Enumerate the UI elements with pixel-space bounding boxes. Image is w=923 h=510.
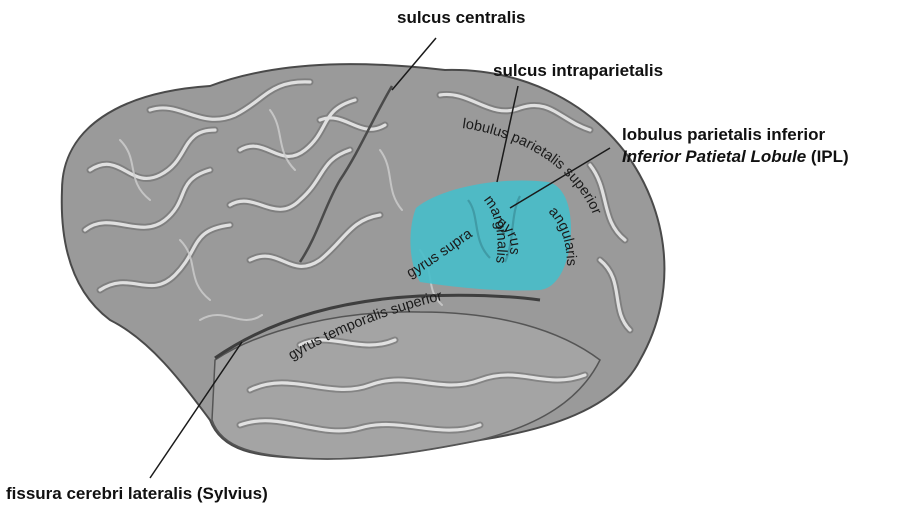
label-ipl-line1: lobulus parietalis inferior [622, 124, 849, 146]
label-fissura: fissura cerebri lateralis (Sylvius) [6, 484, 268, 504]
label-sulcus-centralis: sulcus centralis [397, 8, 526, 28]
label-ipl-english: Inferior Patietal Lobule [622, 147, 806, 166]
label-ipl-line2: Inferior Patietal Lobule (IPL) [622, 146, 849, 168]
label-sulcus-intraparietalis: sulcus intraparietalis [493, 61, 663, 81]
label-ipl: lobulus parietalis inferior Inferior Pat… [622, 124, 849, 168]
label-ipl-abbrev: (IPL) [806, 147, 849, 166]
